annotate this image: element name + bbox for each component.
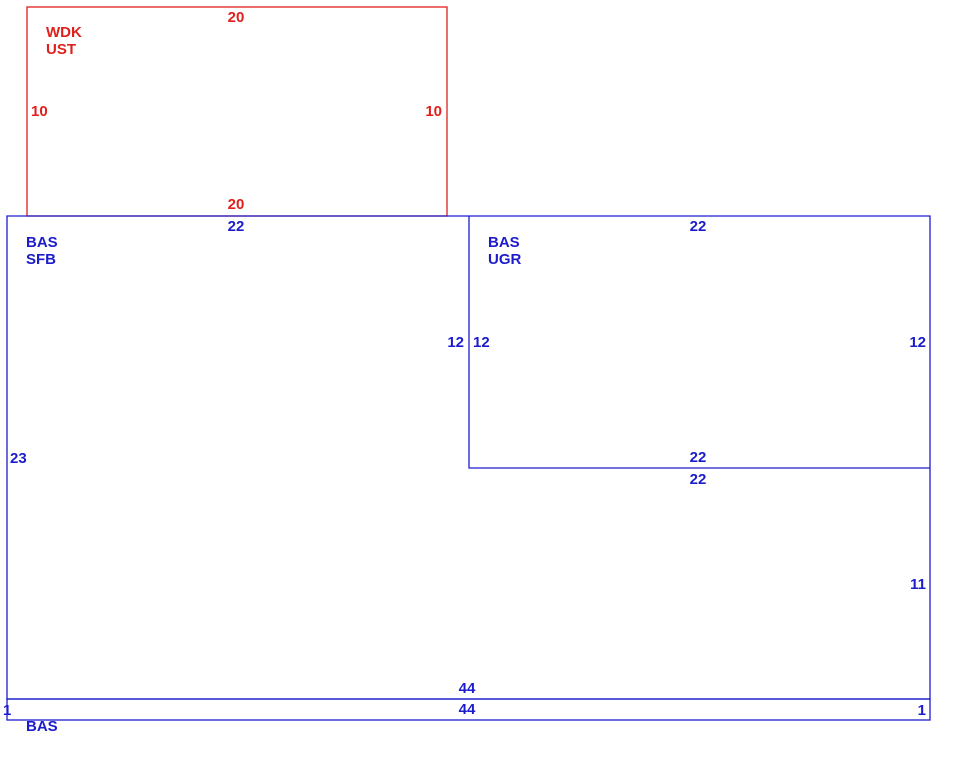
strip-dim-left: 1 [3, 702, 11, 719]
wdk-dim-left: 10 [31, 103, 48, 120]
wdk-code: WDK [46, 24, 82, 41]
lower-dim-top: 22 [690, 471, 707, 488]
sfb-subcode: SFB [26, 251, 56, 268]
lower-dim-right: 11 [910, 576, 926, 593]
ugr-code: BAS [488, 234, 520, 251]
ugr-dim-right: 12 [909, 334, 926, 351]
ugr-outline [468, 216, 930, 469]
strip-code: BAS [26, 718, 58, 735]
wdk-dim-right: 10 [425, 103, 442, 120]
ugr-subcode: UGR [488, 251, 522, 268]
wdk-dim-top: 20 [228, 9, 245, 26]
wdk-subcode: UST [46, 41, 76, 58]
lower-dim-bottom: 44 [459, 680, 476, 697]
ugr-dim-bottom: 22 [690, 449, 707, 466]
strip-dim-top: 44 [459, 701, 476, 718]
strip-dim-right: 1 [918, 702, 926, 719]
ugr-dim-left: 12 [473, 334, 490, 351]
sfb-dim-top: 22 [228, 218, 245, 235]
wdk-outline [26, 6, 448, 217]
sfb-code: BAS [26, 234, 58, 251]
ugr-dim-top: 22 [690, 218, 707, 235]
sfb-dim-right: 12 [447, 334, 464, 351]
sfb-dim-left: 23 [10, 450, 27, 467]
wdk-dim-bottom: 20 [228, 196, 245, 213]
strip-outline [6, 698, 931, 721]
